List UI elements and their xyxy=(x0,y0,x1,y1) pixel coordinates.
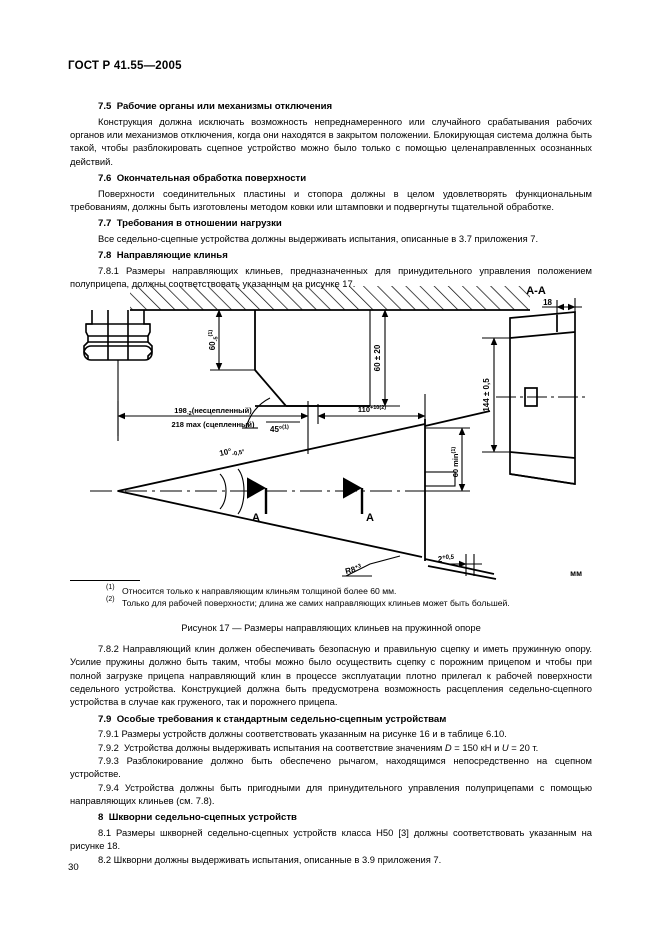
angle-45-label: 45°(1) xyxy=(270,425,289,435)
figure-17-drawing: 60-5(1) 60 ± 20 45°(1) xyxy=(70,276,592,586)
dim-144 xyxy=(482,337,514,453)
clause-number-7-6: 7.6 xyxy=(98,172,112,184)
clause-heading-7-6: 7.6 Окончательная обработка поверхности xyxy=(70,172,592,186)
clause-title-7-6: Окончательная обработка поверхности xyxy=(116,172,307,184)
clause-text-7-9-2: 7.9.2 Устройства должны выдерживать испы… xyxy=(98,741,539,753)
footnote-2-mark: (2) xyxy=(106,596,115,604)
document-body-lower: 7.8.2 Направляющий клин должен обеспечив… xyxy=(70,642,592,866)
clause-title-7-5: Рабочие органы или механизмы отключения xyxy=(116,101,333,112)
clause-title-7-7: Требования в отношении нагрузки xyxy=(116,218,282,230)
clause-number-7-7: 7.7 xyxy=(98,218,112,230)
clause-text-7-9-3: 7.9.3 Разблокирование должно быть обеспе… xyxy=(70,755,592,780)
figure-17-svg: 60-5(1) 60 ± 20 45°(1) xyxy=(83,285,588,580)
dim-144-label: 144 ± 0,5 xyxy=(482,378,491,412)
kingpin-profile xyxy=(83,310,153,361)
clause-text-7-5: Конструкция должна исключать возможность… xyxy=(70,115,592,167)
clause-number-7-8: 7.8 xyxy=(98,250,112,262)
dim-60-min-label: 60 min(1) xyxy=(451,447,460,478)
svg-text:60 ± 20: 60 ± 20 xyxy=(373,344,382,371)
section-view-title: A-A xyxy=(526,285,546,297)
footnote-1-mark: (1) xyxy=(106,584,115,591)
dim-60-pm20-label: 60 ± 20 xyxy=(373,344,382,371)
clause-text-7-8-1: 7.8.1 Размеры направляющих клиньев, пред… xyxy=(70,264,592,290)
wedge-plan-view xyxy=(117,410,497,580)
clause-number-7-5: 7.5 xyxy=(98,101,112,112)
svg-text:10°-0,5°: 10°-0,5° xyxy=(219,444,246,461)
clause-text-7-9-2-a: 7.9.2 Устройства должны выдерживать испы… xyxy=(98,741,445,753)
clause-heading-7-7: 7.7 Требования в отношении нагрузки xyxy=(70,217,592,231)
svg-text:60-5(1): 60-5(1) xyxy=(208,330,220,351)
dim-60-pm20 xyxy=(369,309,400,407)
clause-text-7-8-2: 7.8.2 Направляющий клин должен обеспечив… xyxy=(70,643,592,708)
section-arrow-A-left: A xyxy=(246,477,268,524)
clause-text-8-1: 8.1 Размеры шкворней седельно-сцепных ус… xyxy=(70,827,592,852)
section-label-A-right: A xyxy=(366,512,374,524)
clause-title-7-9: Особые требования к стандартным седельно… xyxy=(116,713,447,725)
clause-heading-7-5: 7.5 Рабочие органы или механизмы отключе… xyxy=(70,100,592,114)
dim-198-218 xyxy=(117,401,309,454)
clause-text-7-9-1: 7.9.1 Размеры устройств должны соответст… xyxy=(98,728,507,740)
angle-45-marker xyxy=(242,397,300,429)
radius-r8-label: R8+3 xyxy=(344,563,362,576)
clause-text-7-9-4: 7.9.4 Устройства должны быть пригодными … xyxy=(70,781,592,807)
dim-60-minus5 xyxy=(210,309,255,371)
dim-2 xyxy=(448,554,482,576)
figure-17-caption: Рисунок 17 — Размеры направляющих клинье… xyxy=(181,622,481,633)
dim-2-label: 2+0,5 xyxy=(438,555,455,564)
clause-heading-8: 8 Шкворни седельно-сцепных устройств xyxy=(70,811,592,825)
page-number: 30 xyxy=(68,862,79,873)
footnote-1-text: Относится только к направляющим клиньям … xyxy=(122,586,397,596)
clause-heading-7-8: 7.8 Направляющие клинья xyxy=(70,249,592,263)
section-label-A-left: A xyxy=(252,512,260,524)
section-arrow-A-right: A xyxy=(342,477,374,524)
dim-60-min xyxy=(424,427,470,492)
clause-number-8: 8 xyxy=(98,812,104,824)
dim-218-label: 218 max (сцепленный) xyxy=(171,420,255,429)
clause-title-7-8: Направляющие клинья xyxy=(116,250,228,262)
clause-text-7-7: Все седельно-сцепные устройства должны в… xyxy=(98,232,539,244)
dim-110-label: 110+10(2) xyxy=(358,405,386,414)
dim-18-label: 18 xyxy=(543,298,552,307)
radius-r8-leader xyxy=(342,555,401,577)
wedge-side-profile xyxy=(254,310,370,407)
dim-198-label: 198-2(несцепленный) xyxy=(174,406,252,417)
footnote-2: (2) Только для рабочей поверхности; длин… xyxy=(70,596,592,609)
clause-number-7-9: 7.9 xyxy=(98,713,112,725)
footnote-1: (1) Относится только к направляющим клин… xyxy=(70,584,592,597)
svg-text:R8+3: R8+3 xyxy=(344,563,362,576)
footnote-rule xyxy=(70,580,140,581)
hatched-plate xyxy=(130,286,530,311)
footnote-2-text: Только для рабочей поверхности; длина же… xyxy=(122,598,510,609)
symbol-D: D xyxy=(444,741,452,753)
section-view-AA xyxy=(509,311,576,485)
document-body-upper: 7.5 Рабочие органы или механизмы отключе… xyxy=(70,96,592,291)
clause-heading-7-9: 7.9 Особые требования к стандартным седе… xyxy=(70,713,592,727)
svg-text:144 ± 0,5: 144 ± 0,5 xyxy=(482,378,491,412)
angle-10-marker xyxy=(219,468,245,515)
symbol-U: U xyxy=(501,741,509,753)
standard-header: ГОСТ Р 41.55—2005 xyxy=(68,60,182,72)
angle-10-label: 10°-0,5° xyxy=(219,444,246,461)
figure-footnotes: (1) Относится только к направляющим клин… xyxy=(70,580,592,610)
clause-text-7-6: Поверхности соединительных пластины и ст… xyxy=(70,187,592,212)
clause-title-8: Шкворни седельно-сцепных устройств xyxy=(108,812,297,824)
clause-text-8-2: 8.2 Шкворни должны выдерживать испытания… xyxy=(98,853,442,865)
dim-60-minus5-label: 60-5(1) xyxy=(208,330,220,351)
figure-unit-label: мм xyxy=(570,569,582,578)
dim-18 xyxy=(542,298,582,318)
svg-text:60 min(1): 60 min(1) xyxy=(451,447,460,478)
